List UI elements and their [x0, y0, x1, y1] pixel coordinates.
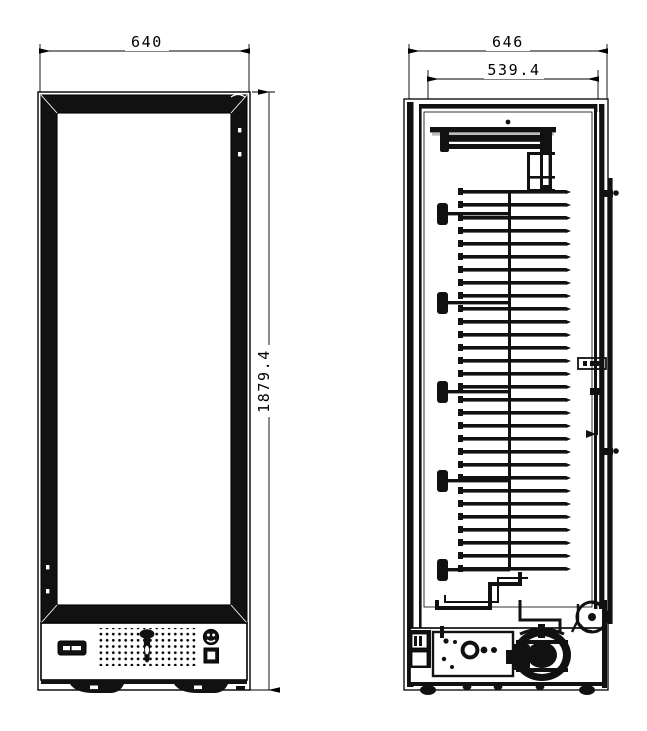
- hinge-pin-upper: [238, 128, 242, 133]
- side-foot-rear: [420, 685, 436, 695]
- shelf-bracket-group: [437, 203, 510, 581]
- shelf-bracket: [437, 559, 510, 581]
- shelf-row: [458, 539, 571, 546]
- shelf-row: [458, 279, 571, 286]
- shelf-row: [458, 240, 571, 247]
- front-base-group: [41, 680, 247, 693]
- shelf-row: [458, 461, 571, 468]
- shelf-row: [458, 513, 571, 520]
- compressor-motor-block: [506, 644, 530, 670]
- side-foot-front: [579, 685, 595, 695]
- shelf-row: [458, 201, 571, 208]
- control-group: [202, 628, 220, 664]
- shelf-bracket: [437, 203, 510, 225]
- hinge-pin-upper: [238, 152, 242, 157]
- shelf-stack: [458, 188, 571, 572]
- control-dial: [202, 628, 220, 646]
- dimension-side-overall-depth: 646: [408, 33, 608, 100]
- hinge-group: [46, 128, 242, 594]
- shelf-row: [458, 357, 571, 364]
- shelf-row: [458, 370, 571, 377]
- grille-handle: [139, 629, 155, 663]
- shelf-row: [458, 526, 571, 533]
- shelf-bracket: [437, 381, 510, 403]
- shelf-row: [458, 344, 571, 351]
- door-handle: [603, 178, 619, 624]
- label-plate: [57, 640, 87, 656]
- dimension-label-front-width: 640: [131, 33, 163, 51]
- shelf-row: [458, 305, 571, 312]
- hinge-pin-lower: [46, 565, 50, 570]
- compressor-assembly: [409, 600, 609, 688]
- shelf-row: [458, 396, 571, 403]
- door-assembly: [577, 104, 619, 624]
- shelf-row: [458, 214, 571, 221]
- front-view: 640 1879.4: [37, 33, 280, 693]
- dimension-side-inner-depth: 539.4: [427, 61, 599, 110]
- dimension-label-side-depth: 646: [492, 33, 524, 51]
- side-section-view: 646 539.4: [403, 33, 619, 695]
- door-latch: [577, 357, 607, 438]
- cabinet-outline: [403, 98, 609, 691]
- shelf-bracket: [437, 470, 510, 492]
- shelf-row: [458, 448, 571, 455]
- shelf-row: [458, 331, 571, 338]
- shelf-row: [458, 253, 571, 260]
- hinge-pin-lower: [46, 589, 50, 594]
- shelf-row: [458, 383, 571, 390]
- machine-compartment-panel: [40, 622, 248, 681]
- shelf-row: [458, 474, 571, 481]
- shelf-row: [458, 292, 571, 299]
- side-base-group: [410, 682, 605, 695]
- shelf-row: [458, 487, 571, 494]
- dimension-label-side-inner-depth: 539.4: [487, 61, 540, 79]
- dimension-front-overall-height: 1879.4: [204, 89, 280, 693]
- evaporator-duct: [435, 572, 528, 610]
- shelf-row: [458, 188, 571, 195]
- shelf-bracket: [437, 292, 510, 314]
- shelf-row: [458, 422, 571, 429]
- terminal-box: [409, 630, 431, 668]
- canopy-light: [430, 119, 556, 192]
- dimension-front-overall-width: 640: [39, 33, 250, 96]
- shelf-row: [458, 500, 571, 507]
- shelf-row: [458, 435, 571, 442]
- shelf-row: [458, 266, 571, 273]
- shelf-row: [458, 552, 571, 559]
- switch-panel: [203, 647, 219, 664]
- base-plate: [431, 626, 515, 678]
- shelf-row: [458, 227, 571, 234]
- dimension-label-front-height: 1879.4: [255, 349, 273, 413]
- shelf-row: [458, 409, 571, 416]
- glass-panel: [56, 112, 232, 606]
- shelf-row: [458, 318, 571, 325]
- door-frame: [40, 94, 248, 624]
- ventilation-grille: [99, 628, 196, 666]
